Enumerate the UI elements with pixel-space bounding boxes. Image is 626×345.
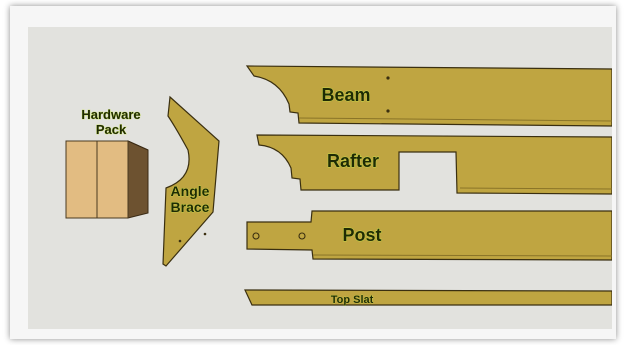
box-side-face — [127, 140, 149, 219]
beam-piece — [245, 65, 612, 127]
angle-brace-label-line1: Angle — [171, 183, 210, 199]
beam-label: Beam — [321, 85, 370, 105]
angle-brace-piece — [162, 95, 220, 267]
rafter-label: Rafter — [327, 151, 379, 171]
rafter-piece — [256, 134, 612, 195]
beam-hole — [386, 109, 390, 113]
post-bottom-edge — [312, 254, 612, 257]
brace-hole — [178, 239, 182, 243]
post-hole — [252, 232, 260, 240]
brace-hole — [203, 232, 207, 236]
angle-brace-label-line2: Brace — [171, 199, 210, 215]
beam-hole — [386, 76, 390, 80]
hardware-pack-label-line2: Pack — [96, 122, 127, 137]
pergola-parts-diagram: Hardware Pack Angle Brace Beam Rafter Po… — [28, 27, 612, 329]
post-hole — [298, 232, 306, 240]
rafter-bottom-edge — [459, 187, 612, 190]
post-label: Post — [342, 225, 381, 245]
hardware-pack-label-line1: Hardware — [81, 107, 140, 122]
beam-bottom-edge — [298, 117, 612, 122]
post-piece — [246, 210, 612, 261]
hardware-pack-box — [65, 140, 149, 219]
top-slat-label: Top Slat — [331, 294, 374, 306]
top-slat-piece — [244, 289, 612, 306]
